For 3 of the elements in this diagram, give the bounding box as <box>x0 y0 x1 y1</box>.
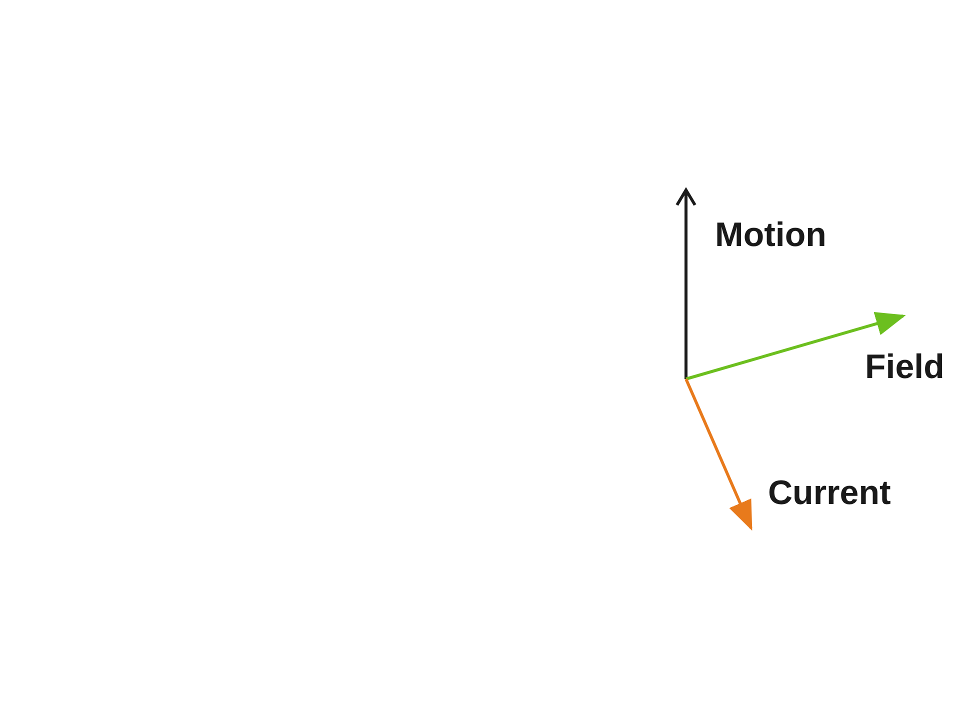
axis-label: Motion <box>715 218 826 252</box>
axis-label: Field <box>865 350 944 384</box>
axis-label: Current <box>768 476 891 510</box>
